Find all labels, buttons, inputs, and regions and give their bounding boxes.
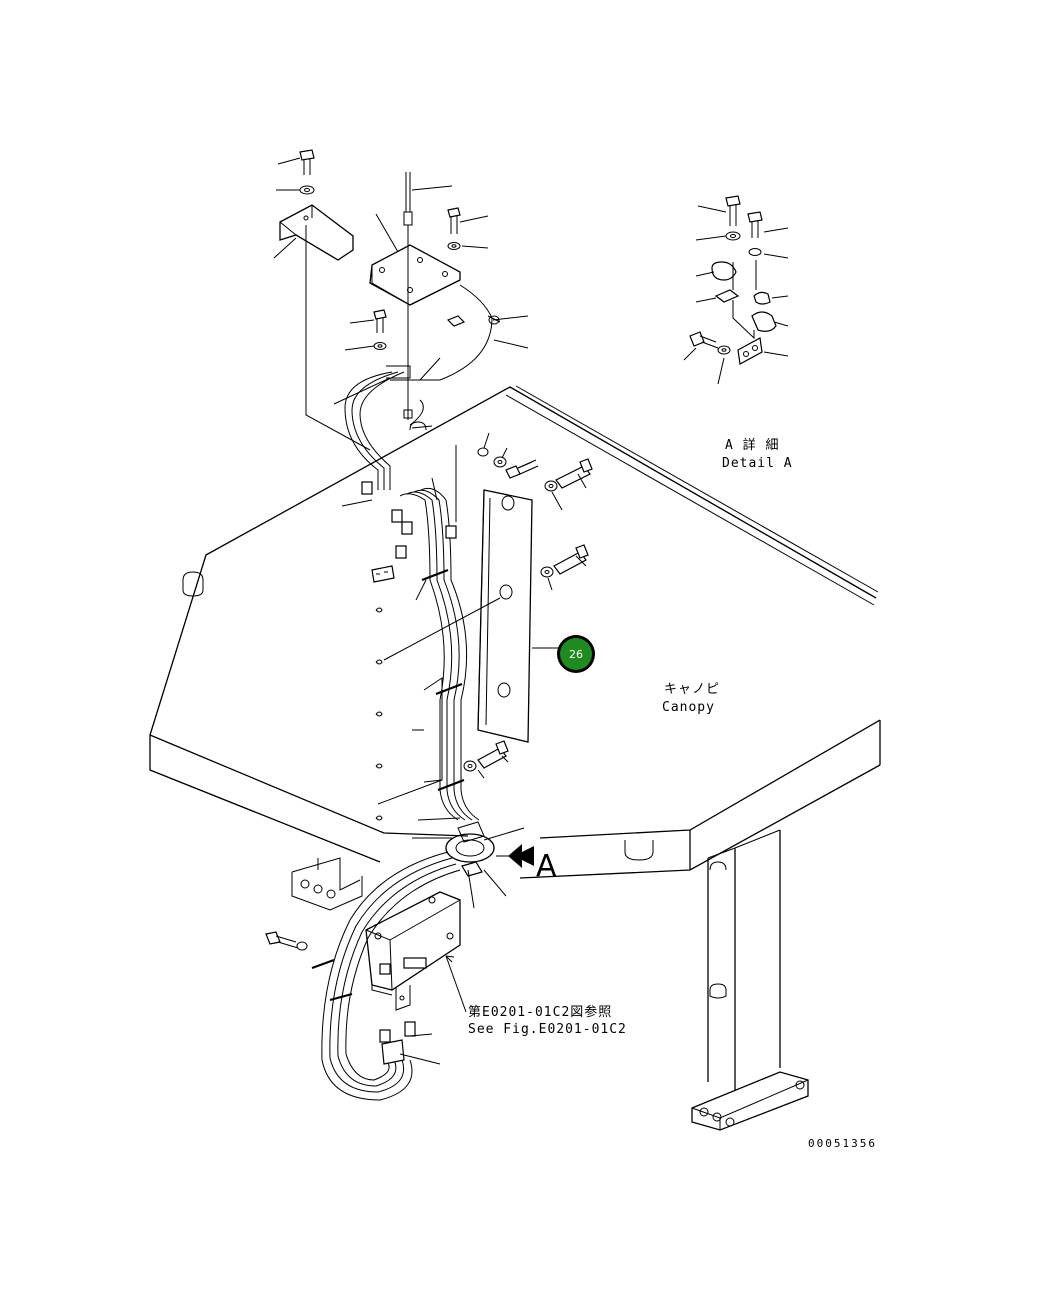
top-bracket bbox=[279, 204, 371, 451]
antenna-mount bbox=[369, 172, 501, 420]
callout-26-number[interactable]: 26 bbox=[569, 648, 583, 661]
mounting-plate bbox=[477, 489, 560, 743]
clips bbox=[375, 607, 383, 821]
controller-unit bbox=[365, 891, 461, 1011]
reference-label-jp: 第E0201-01C2図参照 bbox=[468, 1004, 612, 1020]
view-marker-letter: A bbox=[536, 849, 557, 884]
callout-26-fill[interactable] bbox=[560, 638, 592, 670]
canopy-label-en: Canopy bbox=[662, 700, 715, 715]
detail-a-title-jp: A 詳 細 bbox=[725, 437, 779, 453]
leader-lines bbox=[273, 157, 587, 1065]
connectors bbox=[361, 481, 457, 1065]
canopy-label-jp: キャノピ bbox=[664, 682, 720, 697]
canopy-left-foot bbox=[291, 857, 363, 911]
lower-bracket bbox=[412, 677, 443, 783]
canopy-roof bbox=[149, 385, 881, 879]
view-arrow-a bbox=[496, 844, 534, 868]
drawing-number: 00051356 bbox=[808, 1137, 877, 1150]
wire-harness bbox=[311, 365, 495, 1101]
callout-26[interactable]: 26 bbox=[557, 635, 595, 673]
canopy-right-pillar bbox=[691, 829, 809, 1131]
detail-a-inset bbox=[683, 195, 789, 385]
reference-label-en: See Fig.E0201-01C2 bbox=[468, 1022, 627, 1037]
detail-a-title-en: Detail A bbox=[722, 456, 793, 471]
